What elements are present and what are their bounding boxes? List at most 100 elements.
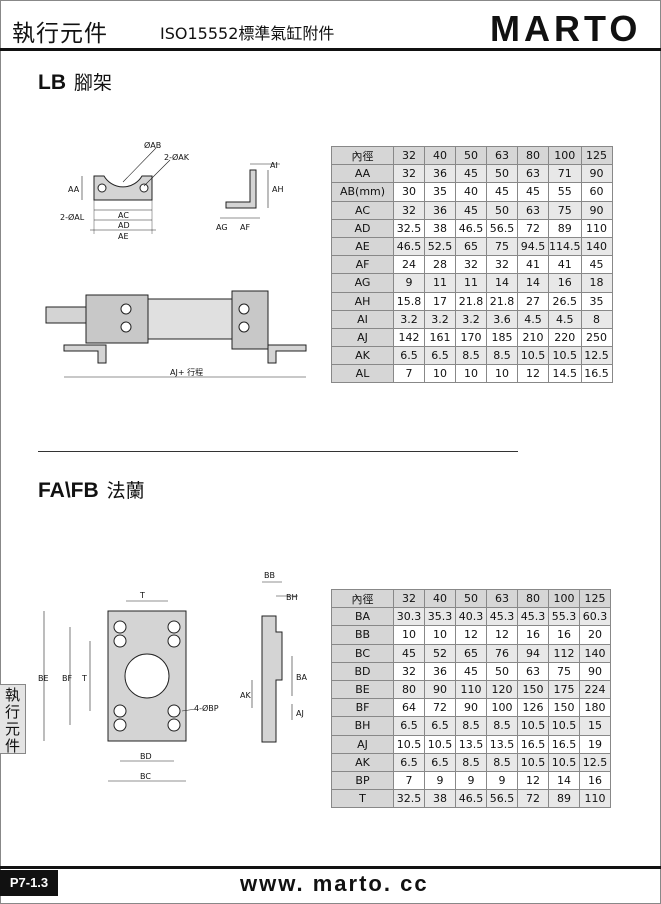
value-cell: 8.5 <box>486 752 518 772</box>
value-cell: 8 <box>580 309 613 329</box>
value-cell: 10 <box>424 364 456 384</box>
value-cell: 9 <box>455 770 487 791</box>
value-cell: 11 <box>455 273 487 293</box>
value-cell: 45 <box>455 661 487 681</box>
label-ae: AE <box>118 232 129 241</box>
value-cell: 36 <box>424 661 456 681</box>
value-cell: 7 <box>393 770 425 791</box>
value-cell: 40.3 <box>455 607 487 627</box>
label-ba: BA <box>296 673 307 682</box>
value-cell: 32 <box>486 255 518 275</box>
value-cell: 9 <box>424 770 456 791</box>
value-cell: 161 <box>424 327 456 348</box>
value-cell: 10 <box>486 364 518 384</box>
value-cell: 16 <box>548 273 582 293</box>
value-cell: 6.5 <box>424 716 456 736</box>
value-cell: 120 <box>486 679 518 700</box>
value-cell: 20 <box>579 625 611 645</box>
row-label-cell: AA <box>331 164 394 184</box>
value-cell: 90 <box>579 661 611 681</box>
value-cell: 110 <box>579 789 611 809</box>
value-cell: 6.5 <box>393 716 425 736</box>
value-cell: 15.8 <box>393 291 425 311</box>
value-cell: 114.5 <box>548 236 582 257</box>
value-cell: 180 <box>579 698 611 718</box>
label-oab: ØAB <box>144 140 161 150</box>
value-cell: 7 <box>393 364 425 384</box>
section-code: FA\FB <box>38 479 99 502</box>
value-cell: 45.3 <box>517 607 549 627</box>
value-cell: 4.5 <box>548 309 582 329</box>
label-oak: 2-ØAK <box>164 152 190 162</box>
value-cell: 9 <box>486 770 518 791</box>
value-cell: 16 <box>548 625 580 645</box>
value-cell: 112 <box>548 643 580 663</box>
value-cell: 75 <box>486 236 518 257</box>
value-cell: 140 <box>579 643 611 663</box>
value-cell: 50 <box>486 661 518 681</box>
footer-url[interactable]: www. marto. cc <box>240 871 429 896</box>
value-cell: 46.5 <box>455 218 487 238</box>
value-cell: 10.5 <box>424 734 456 754</box>
value-cell: 142 <box>393 327 425 348</box>
value-cell: 40 <box>424 145 456 166</box>
value-cell: 10.5 <box>548 346 582 366</box>
value-cell: 100 <box>548 145 582 166</box>
value-cell: 19 <box>579 734 611 754</box>
lb-bracket-side-drawing: AI AH AG AF <box>216 161 284 232</box>
value-cell: 26.5 <box>548 291 582 311</box>
value-cell: 100 <box>548 588 580 609</box>
value-cell: 94 <box>517 643 549 663</box>
value-cell: 94.5 <box>517 236 549 257</box>
value-cell: 12.5 <box>580 346 613 366</box>
label-ac: AC <box>118 211 129 220</box>
value-cell: 45.3 <box>486 607 518 627</box>
row-label-cell: AE <box>331 236 394 257</box>
value-cell: 36 <box>424 164 456 184</box>
side-tab-char: 件 <box>4 737 20 755</box>
value-cell: 15 <box>579 716 611 736</box>
value-cell: 16.5 <box>580 364 613 384</box>
row-label-cell: BH <box>331 716 394 736</box>
value-cell: 41 <box>517 255 549 275</box>
value-cell: 32 <box>393 661 425 681</box>
value-cell: 16 <box>517 625 549 645</box>
row-label-cell: AI <box>331 309 394 329</box>
value-cell: 210 <box>517 327 549 348</box>
value-cell: 63 <box>486 145 518 166</box>
value-cell: 38 <box>424 218 456 238</box>
value-cell: 35 <box>580 291 613 311</box>
label-ai: AI <box>270 161 278 170</box>
value-cell: 8.5 <box>455 716 487 736</box>
value-cell: 32.5 <box>393 218 425 238</box>
row-label-cell: BF <box>331 698 394 718</box>
value-cell: 3.2 <box>455 309 487 329</box>
fa-flange-front-drawing: T BE BF T 4-ØBP BD BC <box>38 591 219 782</box>
row-label-cell: BP <box>331 770 394 791</box>
value-cell: 89 <box>548 789 580 809</box>
value-cell: 12 <box>486 625 518 645</box>
label-ak: AK <box>240 691 251 700</box>
value-cell: 56.5 <box>486 789 518 809</box>
label-bf: BF <box>62 674 72 683</box>
value-cell: 8.5 <box>486 346 518 366</box>
value-cell: 75 <box>548 200 582 220</box>
section-title-fa: FA\FB 法蘭 <box>38 476 145 503</box>
value-cell: 52.5 <box>424 236 456 257</box>
value-cell: 175 <box>548 679 580 700</box>
value-cell: 45 <box>455 164 487 184</box>
section-name: 法蘭 <box>106 480 145 502</box>
row-label-cell: AL <box>331 364 394 384</box>
label-aj: AJ+ 行程 <box>170 367 203 377</box>
value-cell: 55 <box>548 182 582 202</box>
